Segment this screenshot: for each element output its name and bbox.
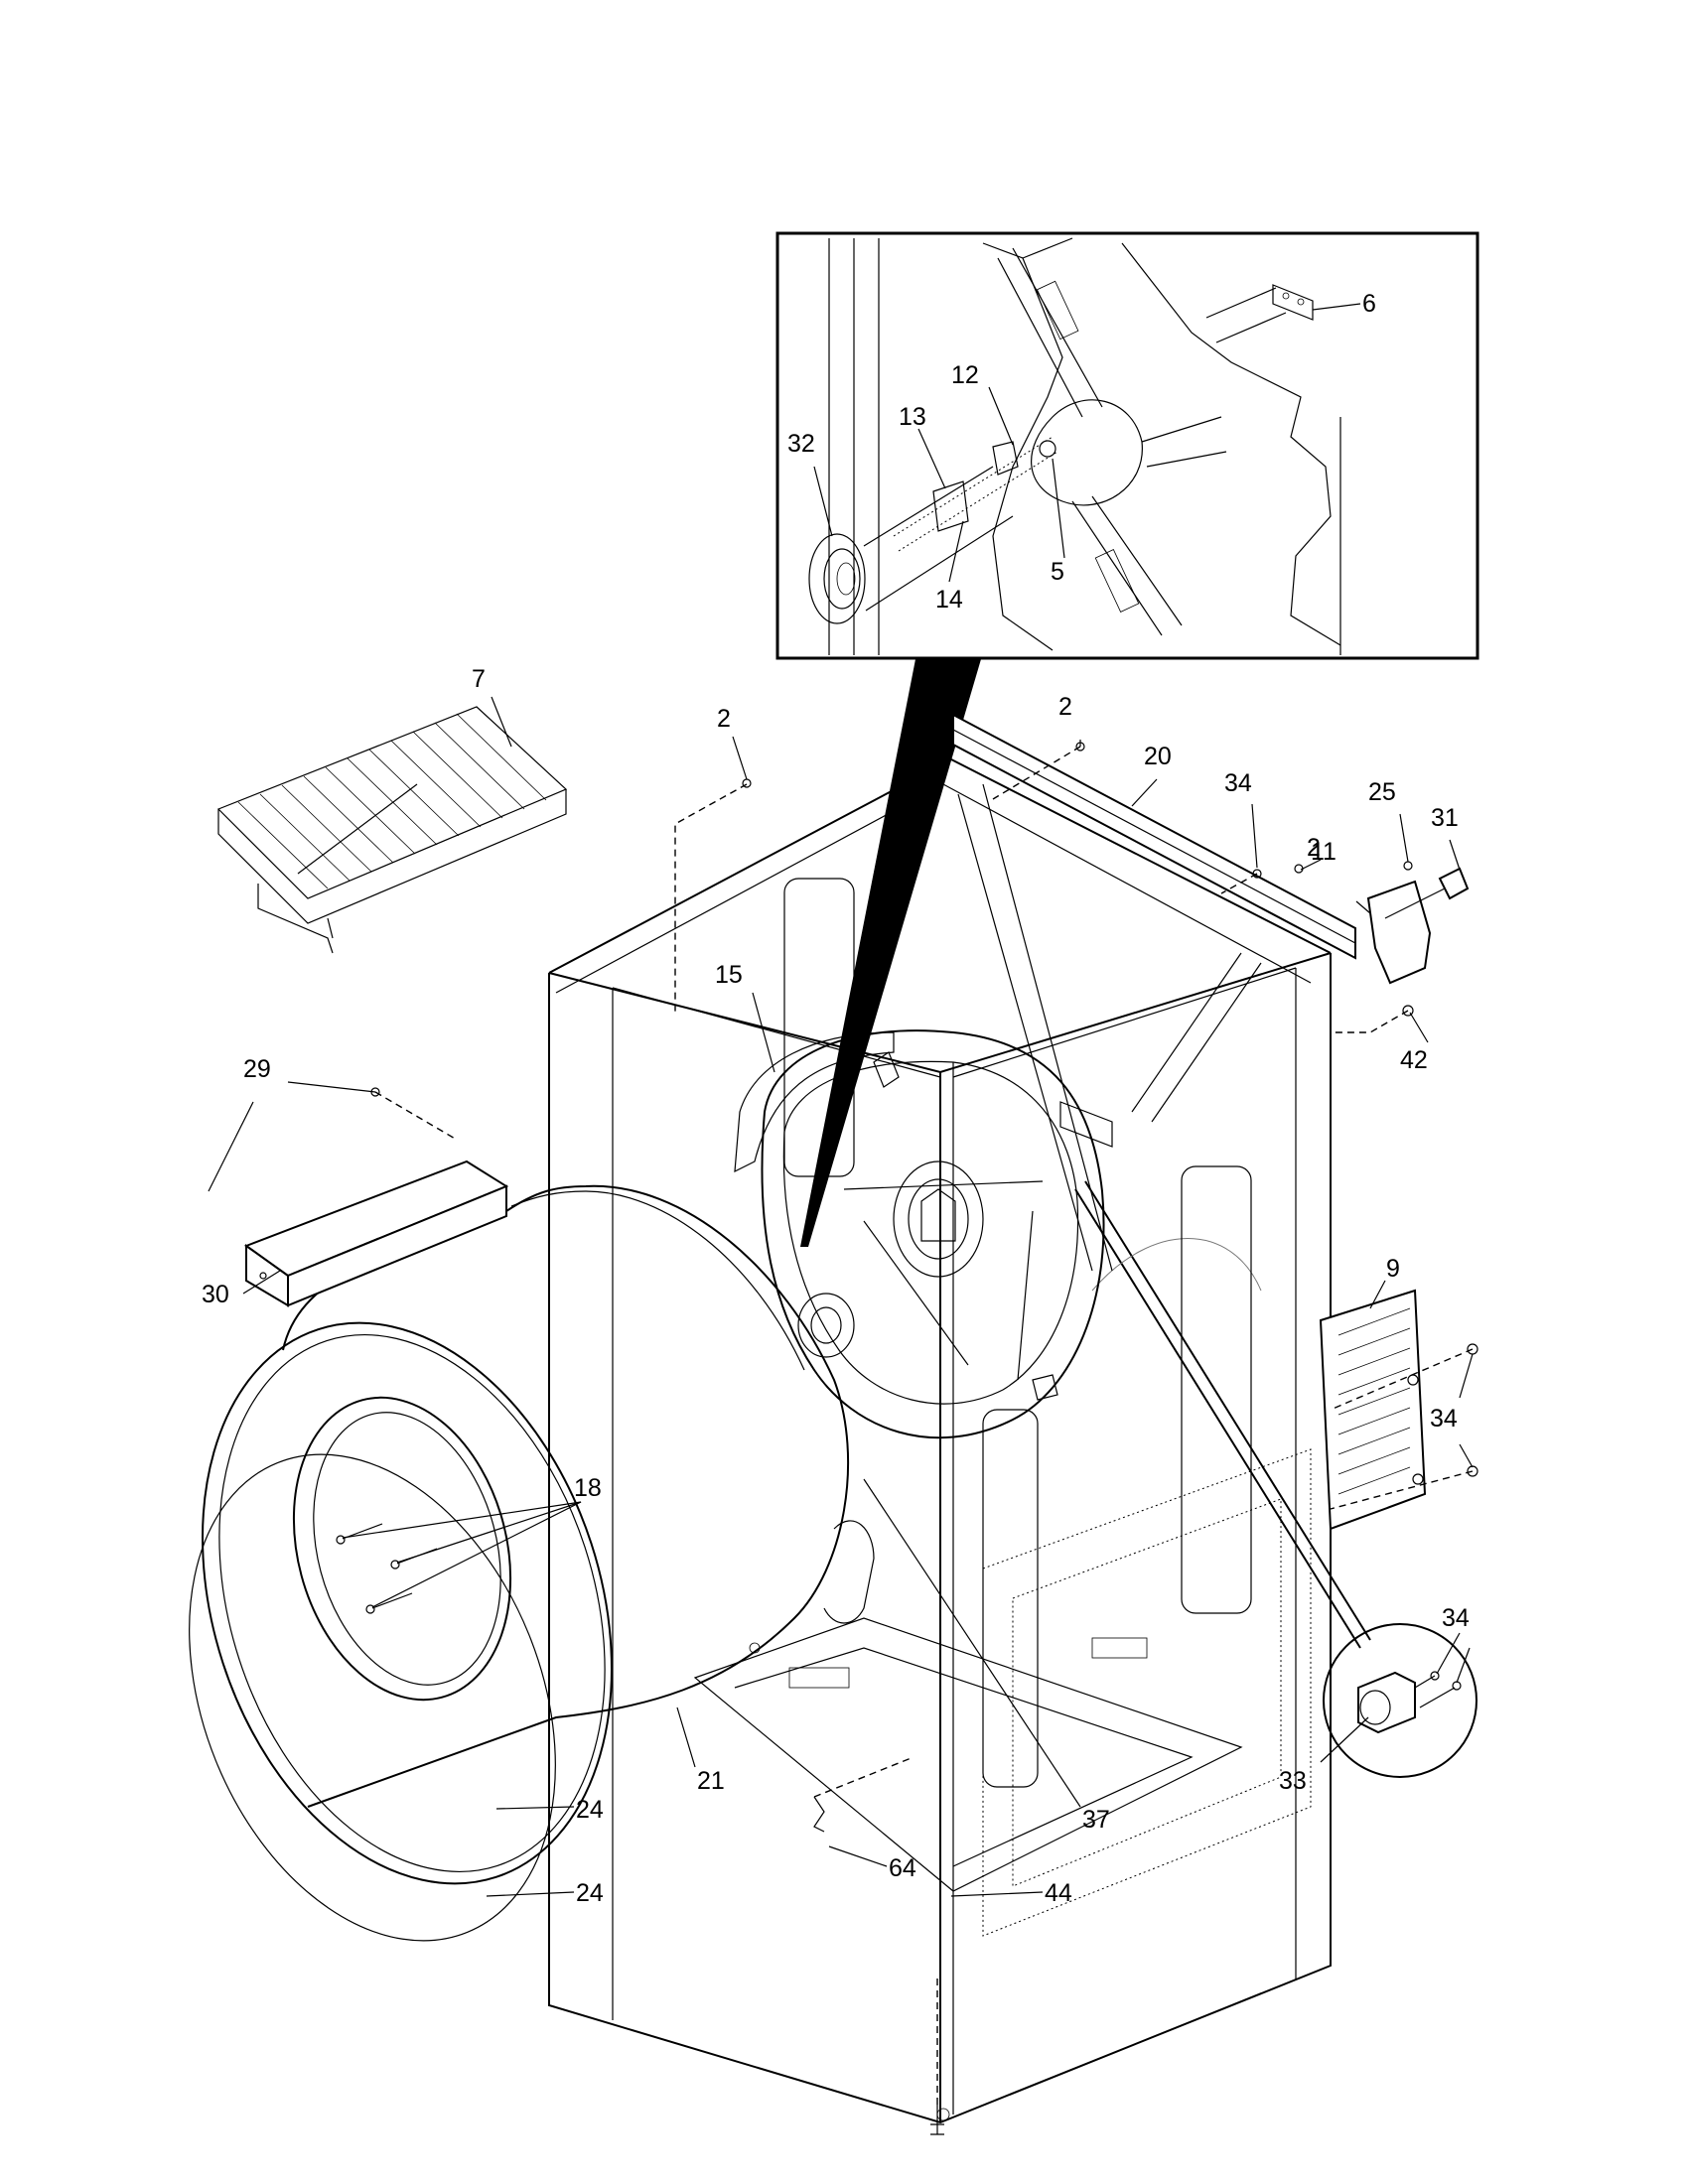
callout-7: 7 [472,665,486,693]
leader-lines [208,303,1474,1897]
callout-inset-13: 13 [899,403,926,431]
callout-25: 25 [1368,778,1396,806]
callout-34-right: 34 [1430,1405,1458,1433]
callout-9: 9 [1386,1255,1400,1283]
callout-33: 33 [1279,1767,1307,1795]
callout-2-b: 2 [1058,693,1072,721]
callout-11: 11 [1311,838,1336,866]
callout-24-lower: 24 [576,1879,604,1907]
callout-inset-14: 14 [935,586,963,614]
callout-24-upper: 24 [576,1796,604,1824]
callout-42: 42 [1400,1046,1428,1074]
drum [202,1184,875,1885]
callout-29: 29 [243,1055,271,1083]
callout-20: 20 [1144,743,1172,770]
callout-18: 18 [574,1474,602,1502]
callout-34-circle: 34 [1442,1604,1470,1632]
callout-30: 30 [202,1281,229,1308]
rear-bulkhead [734,1029,1105,1439]
inset-frame [775,231,1479,660]
mounting-bracket [1366,880,1432,985]
callout-15: 15 [715,961,743,989]
callout-inset-6: 6 [1362,290,1376,318]
callout-2-c: 2 [1307,834,1321,862]
callout-inset-32: 32 [787,430,815,458]
front-seal-ring [189,1453,556,1942]
dryer-cabinet [548,713,1356,2124]
inset-zoom-wedge [800,659,981,1247]
callout-64: 64 [889,1854,916,1882]
assembly-lines [374,746,1474,2105]
callout-inset-5: 5 [1051,558,1064,586]
magnifier-circle [1323,1623,1477,1778]
callout-31: 31 [1431,804,1459,832]
callout-inset-12: 12 [951,361,979,389]
fasteners [370,742,1478,2135]
vent-duct [243,1160,509,1307]
drying-rack [216,706,568,954]
callout-37: 37 [1082,1806,1110,1834]
callout-21: 21 [697,1767,725,1795]
inset-detail [775,231,1479,660]
clip-31 [1384,867,1470,919]
access-panel [1319,1289,1427,1531]
callout-44: 44 [1045,1879,1072,1907]
callout-labels: 6 12 13 32 14 5 7 2 2 20 34 25 31 11 2 4… [202,290,1470,1907]
callout-2-a: 2 [717,705,731,733]
callout-34-top: 34 [1224,769,1252,797]
